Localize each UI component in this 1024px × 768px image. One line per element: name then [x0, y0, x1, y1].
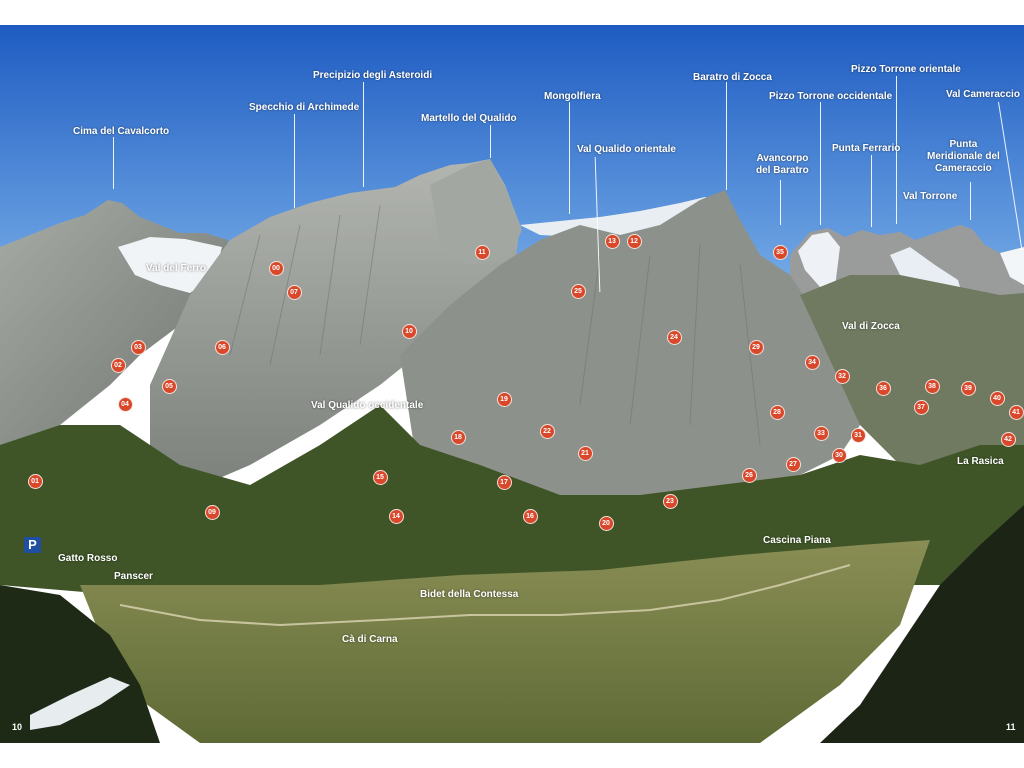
route-marker: 22 [539, 423, 555, 439]
label-baratro-zocca: Baratro di Zocca [693, 72, 772, 83]
route-marker: 41 [1008, 404, 1024, 420]
route-marker: 14 [388, 508, 404, 524]
page-number-left: 10 [12, 722, 23, 732]
route-marker: 02 [110, 357, 126, 373]
route-marker: 40 [989, 390, 1005, 406]
route-marker: 19 [496, 391, 512, 407]
zocca-slope [800, 275, 1024, 495]
label-specchio-archimede: Specchio di Archimede [249, 102, 360, 113]
label-punta-ferrario: Punta Ferrario [832, 143, 901, 154]
label-cascina-piana: Cascina Piana [763, 535, 831, 546]
label-val-di-zocca: Val di Zocca [842, 321, 900, 332]
route-marker: 03 [130, 339, 146, 355]
leader-line [113, 137, 114, 189]
label-cima-cavalcorto: Cima del Cavalcorto [73, 126, 170, 137]
label-avancorpo-baratro: Avancorpo del Baratro [756, 153, 809, 176]
route-marker: 35 [772, 244, 788, 260]
label-mongolfiera: Mongolfiera [544, 91, 601, 102]
label-ca-di-carna: Cà di Carna [342, 634, 398, 645]
valley-floor [80, 540, 930, 743]
label-pizzo-torrone-occidentale: Pizzo Torrone occidentale [769, 91, 893, 102]
snow-patch [30, 677, 130, 730]
route-marker: 20 [598, 515, 614, 531]
precipizio-wall [150, 159, 520, 495]
label-martello-qualido: Martello del Qualido [421, 113, 517, 124]
route-marker: 31 [850, 427, 866, 443]
route-marker: 29 [748, 339, 764, 355]
label-bidet-contessa: Bidet della Contessa [420, 589, 519, 600]
martello-tower [430, 159, 522, 265]
route-marker: 38 [924, 378, 940, 394]
foreground-left [0, 585, 160, 743]
torrone-snow [798, 232, 840, 287]
route-marker: 37 [913, 399, 929, 415]
route-marker: 28 [769, 404, 785, 420]
route-marker: 26 [741, 467, 757, 483]
leader-line [820, 102, 821, 225]
route-marker: 39 [960, 380, 976, 396]
leader-line [569, 102, 570, 214]
route-marker: 15 [372, 469, 388, 485]
label-val-torrone: Val Torrone [903, 191, 958, 202]
route-marker: 24 [666, 329, 682, 345]
leader-line [896, 76, 897, 224]
route-marker: 17 [496, 474, 512, 490]
route-marker: 42 [1000, 431, 1016, 447]
label-gatto-rosso: Gatto Rosso [58, 553, 118, 564]
label-val-qualido-occidentale: Val Qualido occidentale [311, 400, 424, 411]
label-pizzo-torrone-orientale: Pizzo Torrone orientale [851, 64, 961, 75]
route-marker: 23 [662, 493, 678, 509]
label-val-del-ferro: Val del Ferro [146, 263, 207, 274]
valley-path [119, 564, 851, 627]
route-marker: 25 [570, 283, 586, 299]
qualido-ridge [400, 190, 860, 505]
label-val-cameraccio: Val Cameraccio [946, 89, 1020, 100]
leader-line [363, 82, 364, 187]
route-marker: 00 [268, 260, 284, 276]
route-marker: 09 [204, 504, 220, 520]
leader-line [780, 180, 781, 225]
panorama-photo [0, 25, 1024, 743]
route-marker: 01 [27, 473, 43, 489]
route-marker: 16 [522, 508, 538, 524]
label-val-qualido-orientale: Val Qualido orientale [577, 144, 676, 155]
route-marker: 32 [834, 368, 850, 384]
route-marker: 06 [214, 339, 230, 355]
label-precipizio-asteroidi: Precipizio degli Asteroidi [313, 70, 433, 81]
route-marker: 13 [604, 233, 620, 249]
rock-texture [229, 204, 761, 446]
cavalcorto-snow [118, 237, 222, 293]
route-marker: 10 [401, 323, 417, 339]
page-number-right: 11 [1006, 722, 1016, 732]
route-marker: 30 [831, 447, 847, 463]
route-marker: 05 [161, 378, 177, 394]
label-panscer: Panscer [114, 571, 153, 582]
route-marker: 27 [785, 456, 801, 472]
route-marker: 33 [813, 425, 829, 441]
route-marker: 36 [875, 380, 891, 396]
route-marker: 21 [577, 445, 593, 461]
leader-line [490, 125, 491, 158]
leader-line [726, 82, 727, 190]
parking-icon: P [24, 537, 41, 553]
foreground-right [820, 505, 1024, 743]
mountain-landscape [0, 25, 1024, 743]
route-marker: 04 [117, 396, 133, 412]
route-marker: 34 [804, 354, 820, 370]
label-punta-meridionale: Punta Meridionale del Cameraccio [927, 139, 1000, 174]
leader-line [294, 114, 295, 208]
label-la-rasica: La Rasica [957, 456, 1004, 467]
leader-line [871, 155, 872, 227]
leader-line [970, 182, 971, 220]
route-marker: 18 [450, 429, 466, 445]
route-marker: 11 [474, 244, 490, 260]
cameraccio-snow [1000, 247, 1024, 285]
route-marker: 07 [286, 284, 302, 300]
route-marker: 12 [626, 233, 642, 249]
